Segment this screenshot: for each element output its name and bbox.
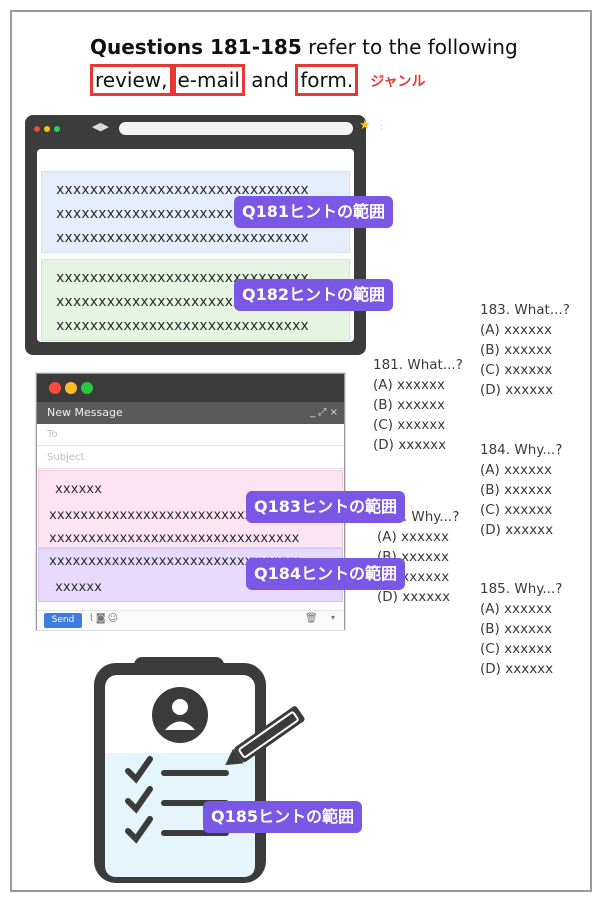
question-title: 181. What...? — [373, 357, 463, 373]
address-bar[interactable] — [119, 122, 353, 135]
email-titlebar — [37, 374, 344, 402]
subject-field[interactable]: Subject — [37, 447, 344, 469]
option[interactable]: (B) xxxxxx — [480, 342, 553, 358]
option[interactable]: (D) xxxxxx — [373, 437, 447, 453]
review-line: xxxxxxxxxxxxxxxxxxxxxxxxxxxxxx — [56, 182, 309, 198]
hint-badge-q183: Q183ヒントの範囲 — [246, 491, 406, 523]
maximize-dot-icon[interactable] — [81, 382, 93, 394]
option[interactable]: (A) xxxxxx — [373, 377, 445, 393]
option[interactable]: (D) xxxxxx — [480, 522, 554, 538]
hint-badge-q185: Q185ヒントの範囲 — [203, 801, 363, 833]
genre-form-box: form. — [295, 64, 359, 96]
option[interactable]: (B) xxxxxx — [480, 482, 553, 498]
hint-badge-q181: Q181ヒントの範囲 — [234, 196, 394, 228]
review-line: xxxxxxxxxxxxxxxxxxxxxxxxxxxxxx — [56, 230, 309, 246]
question-184: 184. Why...? (A) xxxxxx (B) xxxxxx (C) x… — [480, 440, 562, 540]
genre-label: ジャンル — [370, 73, 426, 90]
form-clipboard — [90, 655, 410, 895]
checkmark-icon — [125, 756, 153, 784]
traffic-light-dots-icon — [34, 126, 60, 132]
close-dot-icon[interactable] — [49, 382, 61, 394]
option[interactable]: (A) xxxxxx — [480, 601, 552, 617]
question-title: 185. Why...? — [480, 581, 563, 597]
option[interactable]: (D) xxxxxx — [480, 661, 554, 677]
passage-heading: Questions 181-185 refer to the following… — [90, 32, 560, 97]
more-options-icon[interactable]: ▾ — [331, 613, 336, 622]
option[interactable]: (B) xxxxxx — [373, 397, 446, 413]
email-footer: Send ⌇◙☺ 🗑 ▾ — [37, 610, 344, 630]
and-text: and — [244, 68, 296, 92]
question-183: 183. What...? (A) xxxxxx (B) xxxxxx (C) … — [480, 300, 570, 400]
question-185: 185. Why...? (A) xxxxxx (B) xxxxxx (C) x… — [480, 579, 562, 679]
pencil-icon — [225, 706, 305, 766]
review-page: xxxxxxxxxxxxxxxxxxxxxxxxxxxxxx xxxxxxxxx… — [37, 149, 354, 342]
hint-badge-q182: Q182ヒントの範囲 — [234, 279, 394, 311]
window-controls-icon[interactable]: _ ⤢ × — [310, 407, 338, 418]
email-line: xxxxxxxxxxxxxxxxxxxxxxxxxxxxxxxx — [49, 508, 300, 523]
question-title: 184. Why...? — [480, 442, 563, 458]
option[interactable]: (B) xxxxxx — [480, 621, 553, 637]
option[interactable]: (A) xxxxxx — [480, 322, 552, 338]
question-182: 182. Why...? (A) xxxxxx (B) xxxxxx (C) x… — [377, 507, 459, 607]
send-button[interactable]: Send — [44, 613, 82, 628]
email-line: xxxxxxxxxxxxxxxxxxxxxxxxxxxxxxxx — [49, 554, 300, 569]
question-title: 183. What...? — [480, 302, 570, 318]
clipboard-illustration — [94, 657, 305, 883]
clipboard-clip — [134, 657, 224, 675]
genre-review-box: review, — [90, 64, 173, 96]
genre-email-box: e-mail — [172, 64, 245, 96]
hint-badge-q184: Q184ヒントの範囲 — [246, 558, 406, 590]
review-browser-window: ◀▶ ★ ⋮ xxxxxxxxxxxxxxxxxxxxxxxxxxxxxx xx… — [25, 115, 388, 355]
option[interactable]: (D) xxxxxx — [480, 382, 554, 398]
email-compose-window: New Message _ ⤢ × To Subject xxxxxx xxxx… — [36, 373, 345, 630]
back-forward-icon[interactable]: ◀▶ — [92, 120, 109, 133]
attach-camera-emoji-icon[interactable]: ⌇◙☺ — [89, 613, 121, 624]
option[interactable]: (C) xxxxxx — [480, 362, 553, 378]
heading-line1-rest: refer to the following — [301, 35, 518, 59]
trash-icon[interactable]: 🗑 — [305, 613, 318, 624]
option[interactable]: (C) xxxxxx — [480, 641, 553, 657]
option[interactable]: (A) xxxxxx — [480, 462, 552, 478]
option[interactable]: (A) xxxxxx — [377, 529, 449, 545]
option[interactable]: (D) xxxxxx — [377, 589, 451, 605]
option[interactable]: (C) xxxxxx — [480, 502, 553, 518]
question-181: 181. What...? (A) xxxxxx (B) xxxxxx (C) … — [373, 355, 463, 455]
to-field[interactable]: To — [37, 424, 344, 446]
new-message-bar: New Message _ ⤢ × — [37, 402, 344, 424]
email-line: xxxxxx — [55, 580, 102, 595]
review-line: xxxxxxxxxxxxxxxxxxxxxxxxxxxxxx — [56, 318, 309, 334]
option[interactable]: (C) xxxxxx — [373, 417, 446, 433]
minimize-dot-icon[interactable] — [65, 382, 77, 394]
questions-range: Questions 181-185 — [90, 35, 302, 59]
new-message-title: New Message — [47, 406, 123, 419]
checkmark-icon — [125, 816, 153, 844]
star-icon[interactable]: ★ — [359, 118, 371, 133]
kebab-menu-icon[interactable]: ⋮ — [375, 118, 388, 133]
checkmark-icon — [125, 786, 153, 814]
email-line: xxxxxx — [55, 482, 102, 497]
clipboard-paper-bottom — [105, 753, 255, 877]
email-line: xxxxxxxxxxxxxxxxxxxxxxxxxxxxxxxx — [49, 531, 300, 546]
